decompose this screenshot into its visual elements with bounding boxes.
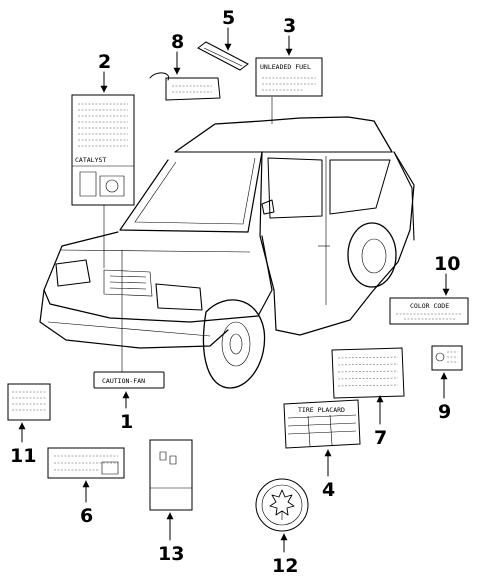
callout-11: 11: [10, 445, 36, 467]
callout-3: 3: [283, 15, 296, 37]
callout-5: 5: [222, 7, 235, 29]
callout-12: 12: [272, 555, 298, 577]
caution-fan-label: CAUTION-FAN: [93, 371, 165, 389]
emission-label: CATALYST: [71, 94, 135, 206]
applique-tag: [149, 72, 221, 101]
info-placard: [331, 347, 405, 399]
unleaded-fuel-text: UNLEADED FUEL: [260, 63, 311, 71]
color-code-text: COLOR CODE: [410, 302, 449, 310]
pictogram-label: [149, 439, 193, 511]
callout-leaders: [18, 27, 450, 553]
callout-4: 4: [322, 479, 335, 501]
callout-13: 13: [158, 543, 184, 565]
rectangular-label: [47, 447, 125, 479]
tire-placard: TIRE PLACARD: [283, 399, 361, 449]
callout-1: 1: [120, 411, 133, 433]
small-warning-label: [431, 345, 463, 371]
callout-9: 9: [438, 401, 451, 423]
strip-label: [197, 41, 249, 71]
callout-2: 2: [98, 51, 111, 73]
maple-leaf-seal: [255, 478, 309, 532]
callout-6: 6: [80, 505, 93, 527]
instruction-sheet: [7, 383, 51, 421]
callout-8: 8: [171, 31, 184, 53]
catalyst-text: CATALYST: [75, 156, 106, 164]
tire-placard-text: TIRE PLACARD: [298, 406, 345, 414]
color-code-label: COLOR CODE: [389, 297, 469, 325]
caution-fan-text: CAUTION-FAN: [102, 377, 145, 385]
callout-7: 7: [374, 427, 387, 449]
unleaded-fuel-label: UNLEADED FUEL: [255, 57, 323, 97]
vehicle-illustration: [39, 116, 415, 389]
callout-10: 10: [434, 253, 460, 275]
callout-numbers: 1 2 3 4 5 6 7 8 9 10 11 12 13: [10, 7, 460, 577]
